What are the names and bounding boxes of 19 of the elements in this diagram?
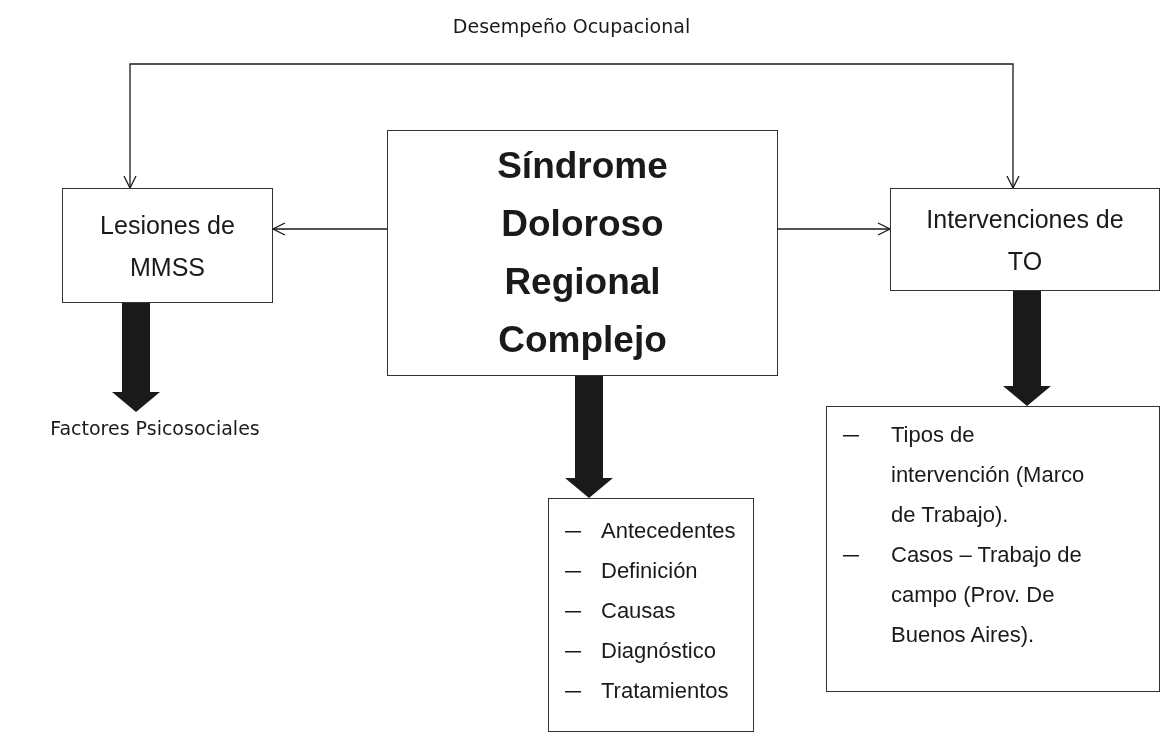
list-box: [826, 406, 1160, 692]
list-item: Tratamientos: [601, 677, 729, 705]
list-item: Causas: [601, 597, 676, 625]
arrow: [777, 222, 891, 236]
block-arrow: [112, 303, 160, 412]
title-box: Síndrome Doloroso Regional Complejo: [387, 130, 778, 376]
list-item: Tipos de intervención (Marco de Trabajo).: [891, 421, 1086, 529]
list-item: Definición: [601, 557, 698, 585]
block-arrow: [565, 376, 613, 498]
list-box: [548, 498, 754, 732]
list-item: Antecedentes: [601, 517, 736, 545]
block-arrow: [1003, 291, 1051, 406]
node-text: Factores Psicosociales: [30, 412, 280, 444]
list-item: Casos – Trabajo de campo (Prov. De Buenos Aires).: [891, 541, 1083, 649]
list-item: Diagnóstico: [601, 637, 716, 665]
process-box: Intervenciones de TO: [890, 188, 1160, 291]
arrow: [123, 63, 1020, 189]
process-box: Lesiones de MMSS: [62, 188, 273, 303]
arrow: [272, 222, 388, 236]
